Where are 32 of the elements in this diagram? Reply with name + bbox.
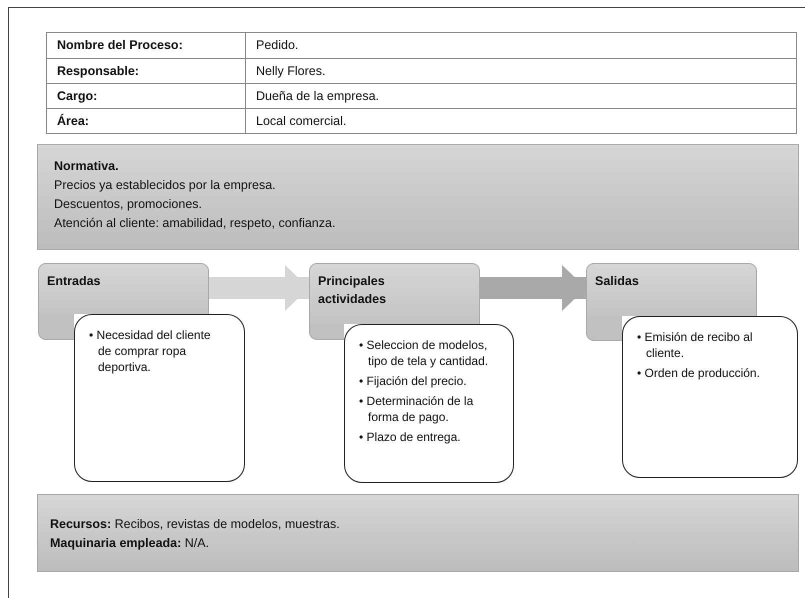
standards-panel xyxy=(37,144,799,250)
field-name-cell: Responsable: xyxy=(47,59,246,83)
stage-title: Salidas xyxy=(595,273,640,290)
panel-heading: Normativa. xyxy=(54,158,120,175)
panel-text: Precios ya establecidos por la empresa. xyxy=(54,177,277,194)
field-name-cell: Área: xyxy=(47,109,246,133)
panel-text: Maquinaria empleada: N/A. xyxy=(50,535,210,552)
field-value-cell-text: Local comercial. xyxy=(255,112,348,130)
bullet-item: • Determinación de la forma de pago. xyxy=(359,393,474,425)
field-value-cell-text: Nelly Flores. xyxy=(255,62,326,80)
field-name-cell: Cargo: xyxy=(47,84,246,108)
resources-panel xyxy=(37,494,799,572)
stage-box xyxy=(586,263,757,316)
panel-text: Recursos: Recibos, revistas de modelos, muestras. xyxy=(50,516,341,533)
panel-text: Descuentos, promociones. xyxy=(54,196,203,213)
detail-card xyxy=(74,314,245,482)
field-value-cell-text: Dueña de la empresa. xyxy=(255,88,380,105)
stage-title: Entradas xyxy=(47,273,102,290)
stage-box xyxy=(38,263,209,314)
bullet-item: • Emisión de recibo al cliente. xyxy=(637,329,754,361)
panel-text: Atención al cliente: amabilidad, respeto, confianza. xyxy=(54,215,336,232)
stage-box xyxy=(309,263,480,324)
detail-card xyxy=(622,316,798,478)
field-name-cell: Nombre del Proceso: xyxy=(47,33,246,58)
bullet-item: • Plazo de entrega. xyxy=(359,429,462,445)
bullet-item: • Fijación del precio. xyxy=(359,373,468,389)
bullet-item: • Seleccion de modelos, tipo de tela y cantidad. xyxy=(359,337,490,369)
bullet-item: • Orden de producción. xyxy=(637,365,761,381)
bullet-item: • Necesidad del cliente de comprar ropa deportiva. xyxy=(89,327,212,375)
detail-card xyxy=(344,324,514,483)
field-value-cell-text: Pedido. xyxy=(255,37,300,54)
stage-title: Principales actividades xyxy=(318,273,388,308)
